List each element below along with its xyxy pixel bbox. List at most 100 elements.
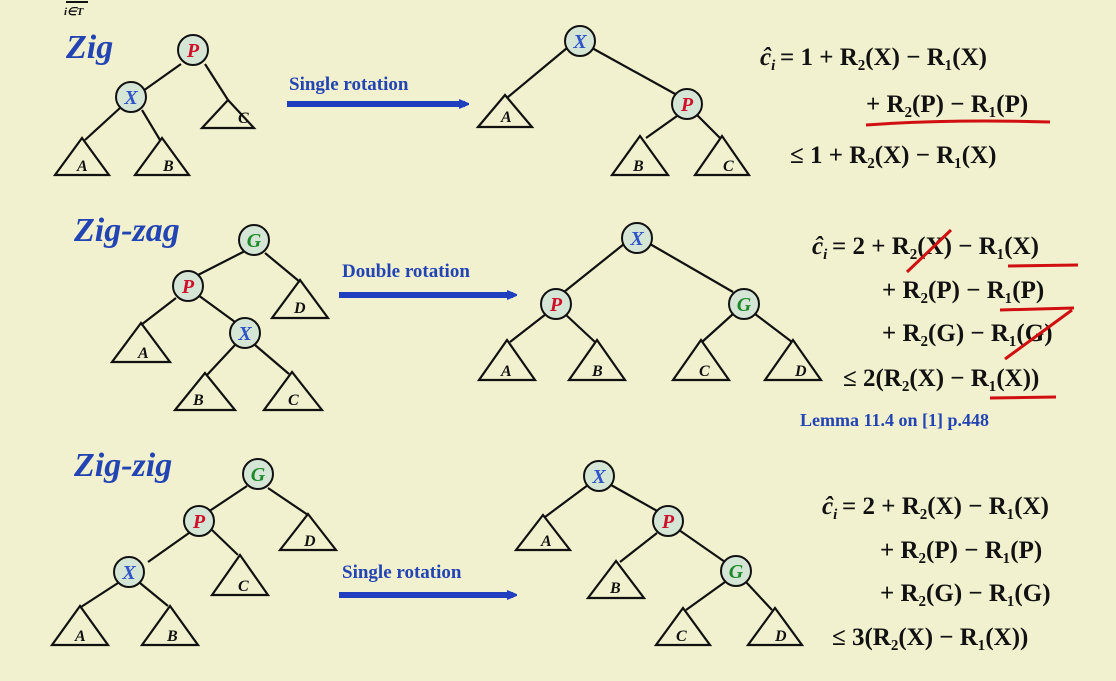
subtree-triangle [277,512,339,552]
svg-text:X: X [237,323,252,345]
subtree-triangle [585,559,647,600]
node-x: X [229,317,261,349]
subtree-label-b: B [609,580,621,597]
subtree-triangle [762,338,824,382]
equation-lead: ĉi [812,233,828,263]
svg-text:G: G [729,561,744,583]
subtree-label-a: A [500,363,512,380]
equation-line: + R₂(P) − R₁(P) [866,91,1028,118]
subtree-label-d: D [794,363,807,380]
case-title-zig: Zig [65,29,113,66]
node-g: G [242,458,274,490]
node-p: P [183,505,215,537]
subtree-label-b: B [591,363,603,380]
node-x: X [564,25,596,57]
svg-text:P: P [661,511,675,533]
subtree-triangle [49,604,111,647]
svg-text:G: G [247,230,262,252]
equation-zig-zig: ĉi = 2 + R₂(X) − R₁(X) + R₂(P) − R₁(P) +… [822,493,1051,651]
equation-lead: ĉi [760,44,776,74]
subtree-triangle [269,278,331,320]
equation-line: + R₂(P) − R₁(P) [882,277,1044,304]
svg-text:P: P [186,40,200,62]
subtree-triangle [139,604,201,647]
svg-text:P: P [181,276,195,298]
header-fragment-text: i∈T [64,6,85,18]
case-zig-zig: Zig-zig D C A B G P X [49,447,1051,651]
svg-text:P: P [192,511,206,533]
equation-line: ≤ 2(R₂(X) − R₁(X)) [843,365,1039,392]
subtree-label-b: B [162,158,174,175]
underline-mark [865,119,1051,127]
svg-text:G: G [251,464,266,486]
subtree-label-c: C [238,578,249,595]
subtree-label-b: B [166,628,178,645]
zig-before-edges [84,63,229,141]
svg-text:X: X [572,31,587,53]
equation-line: + R₂(G) − R₁(G) [880,580,1051,607]
header-fragment: i∈T [64,1,88,18]
lemma-reference: Lemma 11.4 on [1] p.448 [800,410,989,430]
equation-zig-zag: ĉi = 2 + R₂(X) − R₁(X) + R₂(P) − R₁(P) +… [800,228,1079,430]
subtree-triangle [475,93,535,129]
node-g: G [720,555,752,587]
subtree-label-c: C [238,110,249,127]
subtree-triangle [566,338,628,382]
equation-line: + R₂(P) − R₁(P) [880,537,1042,564]
node-x: X [113,556,145,588]
case-zig: Zig C A B P X Single rotation [52,25,1051,177]
subtree-triangle [653,606,713,647]
equation-line: + R₂(G) − R₁(G) [882,320,1053,347]
equation-line: ≤ 1 + R₂(X) − R₁(X) [790,142,996,169]
subtree-triangle [692,134,752,177]
subtree-label-d: D [293,300,306,317]
node-p: P [172,270,204,302]
subtree-triangle [109,321,173,364]
node-x: X [621,222,653,254]
underline-mark [999,306,1075,312]
arrow-label-zig-zag: Double rotation [342,261,470,282]
svg-text:X: X [123,87,138,109]
zigzig-before-edges [80,485,309,608]
node-g: G [238,224,270,256]
node-p: P [671,88,703,120]
subtree-triangle [670,338,732,382]
subtree-label-d: D [303,533,316,550]
subtree-triangle [209,553,271,597]
subtree-label-a: A [137,345,149,362]
subtree-label-b: B [632,158,644,175]
node-x: X [583,460,615,492]
arrow-label-zig-zig: Single rotation [342,562,462,583]
equation-line: ≤ 3(R₂(X) − R₁(X)) [832,624,1028,651]
subtree-triangle [199,98,257,130]
cancel-mark [905,228,953,274]
subtree-label-d: D [774,628,787,645]
equation-line: = 2 + R₂(X) − R₁(X) [842,493,1049,520]
subtree-label-a: A [500,109,512,126]
subtree-triangle [52,136,112,177]
arrow-label-zig: Single rotation [289,74,409,95]
case-title-zig-zig: Zig-zig [73,447,172,484]
subtree-label-c: C [723,158,734,175]
subtree-triangle [172,371,238,412]
cancel-mark [1004,308,1073,361]
svg-text:P: P [549,294,563,316]
subtree-label-a: A [540,533,552,550]
subtree-triangle [132,136,192,177]
svg-text:P: P [680,94,694,116]
subtree-triangle [476,338,538,382]
node-p: P [177,34,209,66]
zigzag-before-edges [140,250,301,376]
case-zig-zag: Zig-zag D A B C G P X [73,212,1079,430]
underline-mark [989,395,1057,400]
subtree-label-a: A [76,158,88,175]
subtree-label-c: C [699,363,710,380]
zigzig-after-edges [544,484,773,611]
underline-mark [1007,263,1079,268]
case-title-zig-zag: Zig-zag [73,212,180,249]
node-p: P [652,505,684,537]
subtree-triangle [513,513,573,552]
svg-text:X: X [121,562,136,584]
subtree-label-c: C [676,628,687,645]
